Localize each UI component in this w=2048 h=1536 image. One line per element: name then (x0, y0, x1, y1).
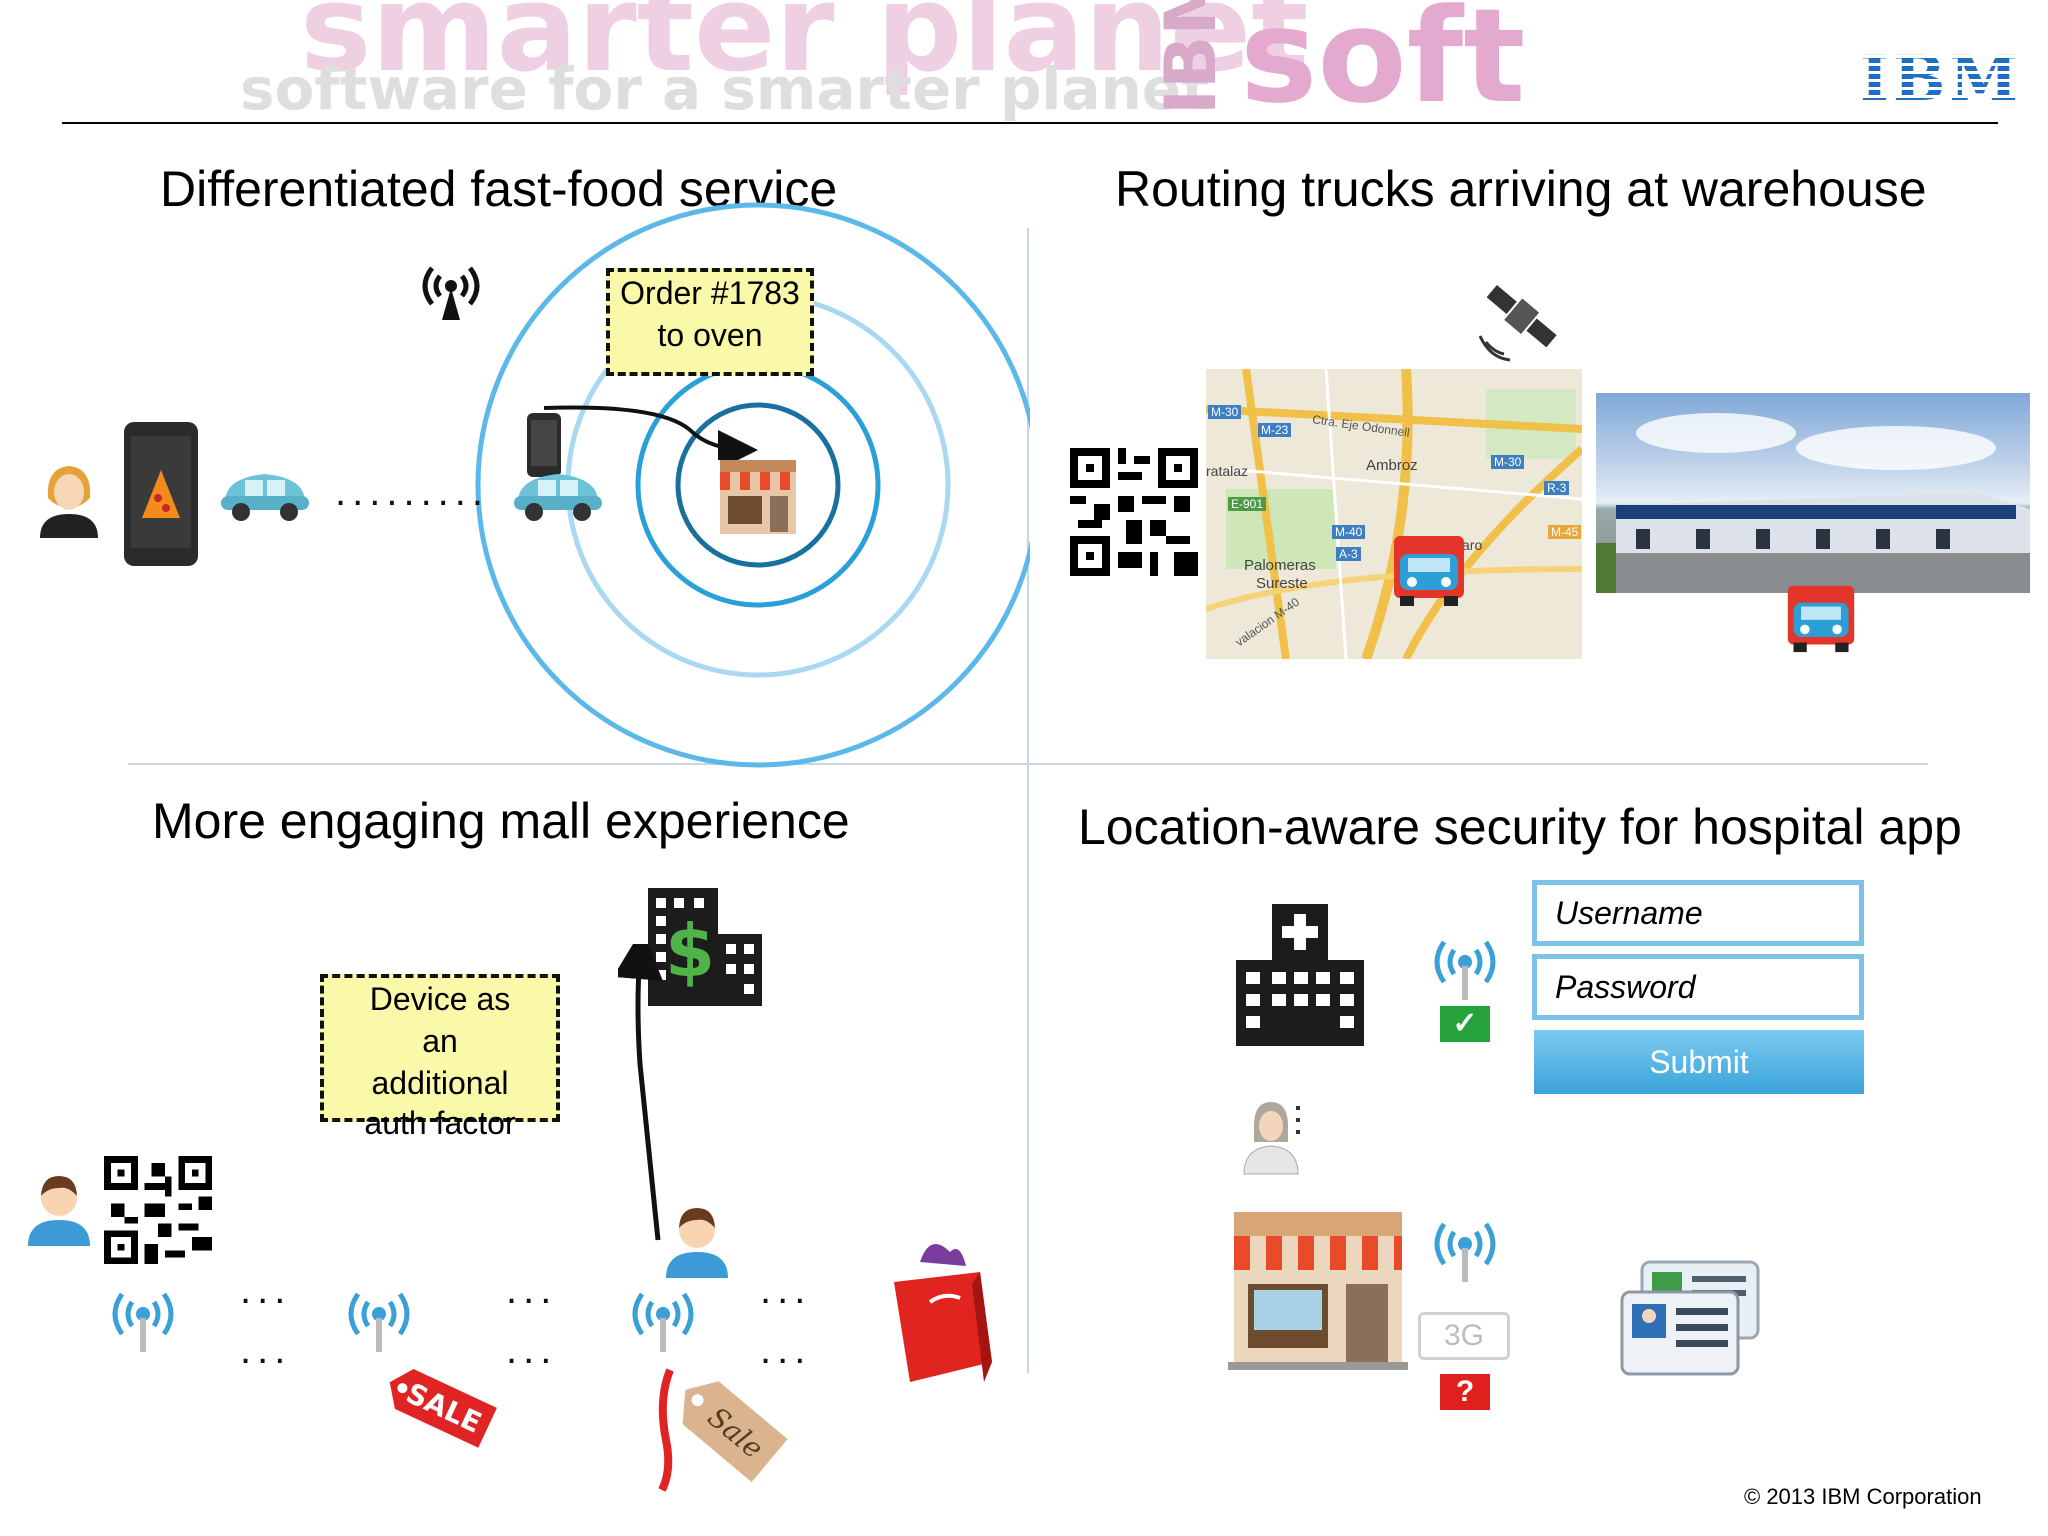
map-label: Ambroz (1366, 457, 1418, 474)
car-icon-arrived (508, 458, 608, 522)
beacon-icon-hospital (1428, 934, 1502, 1004)
map-label: M-30 (1491, 455, 1525, 469)
horizontal-divider (128, 763, 1928, 765)
order-callout-line2: to oven (657, 317, 763, 353)
qr-code-icon[interactable] (1070, 448, 1198, 576)
sale-price-tag-icon: Sale (650, 1360, 800, 1500)
order-arrow (543, 405, 758, 460)
map-label: M-45 (1548, 525, 1582, 539)
smartphone-icon (526, 412, 562, 478)
truck-icon-warehouse (1784, 580, 1858, 654)
ibm-logo[interactable]: IBM (1860, 42, 2023, 115)
hospital-icon (1232, 902, 1368, 1048)
id-cards-icon (1618, 1258, 1766, 1380)
travel-dots: ......... (335, 470, 490, 514)
map-label: A-3 (1336, 547, 1361, 561)
woman-person-icon (28, 458, 110, 540)
watermark-small: software for a smarter planet (240, 55, 1209, 123)
dots-row: ... (240, 1268, 292, 1312)
shopper-person-icon-2 (662, 1200, 732, 1280)
submit-button[interactable]: Submit (1534, 1030, 1864, 1094)
store-icon (714, 456, 802, 536)
dots-row: ... (506, 1328, 558, 1372)
auth-callout-line4: auth factor (364, 1105, 516, 1141)
network-3g-badge: 3G (1418, 1312, 1510, 1360)
dots-row: ... (240, 1328, 292, 1372)
dots-row: ... (760, 1268, 812, 1312)
svg-text:$: $ (665, 909, 715, 993)
auth-callout-line2: an (422, 1023, 458, 1059)
header-banner: smarter planet soft software for a smart… (0, 0, 2048, 125)
wifi-tower-icon (412, 258, 490, 322)
qr-code-icon-mall[interactable] (104, 1156, 212, 1264)
username-field[interactable]: Username (1532, 880, 1864, 946)
dots-row: ... (506, 1268, 558, 1312)
auth-callout-line1: Device as (369, 981, 511, 1017)
copyright-text: © 2013 IBM Corporation (1744, 1484, 1982, 1509)
order-callout-line1: Order #1783 (620, 275, 800, 311)
map-image[interactable]: M-30 M-23 Ctra. Eje Odonnell Ambroz M-30… (1206, 369, 1582, 659)
watermark-ibm-vertical: IBM (1150, 0, 1232, 115)
satellite-icon (1476, 272, 1566, 362)
car-icon (215, 458, 315, 522)
quadrant-title-trucks: Routing trucks arriving at warehouse (1115, 161, 1927, 217)
sale-tag-icon: SALE (380, 1358, 510, 1458)
truck-icon (1390, 530, 1468, 608)
quadrant-title-mall: More engaging mall experience (152, 793, 850, 849)
quadrant-title-hospital: Location-aware security for hospital app (1078, 799, 1962, 855)
map-label: M-40 (1332, 525, 1366, 539)
password-field[interactable]: Password (1532, 954, 1864, 1020)
map-label: ratalaz (1206, 463, 1249, 479)
store-icon-large (1228, 1200, 1408, 1370)
beacon-icon-store (1428, 1216, 1502, 1286)
smartphone-pizza-icon (122, 420, 200, 568)
vertical-divider (1027, 228, 1029, 1373)
shopper-person-icon (24, 1168, 94, 1248)
map-label: Sureste (1256, 575, 1308, 592)
watermark-large: smarter planet (300, 0, 1309, 99)
beacon-icon-3 (626, 1286, 700, 1356)
dots-row: ... (760, 1328, 812, 1372)
upward-arrow (618, 944, 663, 1241)
beacon-icon-1 (106, 1286, 180, 1356)
watermark-soft: soft (1240, 0, 1526, 125)
map-label: M-23 (1258, 423, 1292, 437)
warehouse-image[interactable] (1596, 393, 2030, 593)
auth-callout: Device as an additional auth factor (320, 974, 560, 1141)
map-label: R-3 (1544, 481, 1570, 495)
map-label: Palomeras (1244, 557, 1316, 574)
auth-callout-line3: additional (371, 1065, 509, 1101)
beacon-icon-2 (342, 1286, 416, 1356)
doctor-icon (1240, 1096, 1302, 1176)
header-rule (62, 122, 1998, 124)
map-label: aro (1462, 537, 1483, 553)
map-label: E-901 (1228, 497, 1267, 511)
shopping-bag-icon (880, 1232, 1000, 1392)
order-callout: Order #1783 to oven (606, 268, 814, 376)
question-mark-icon: ? (1440, 1374, 1490, 1410)
checkmark-icon: ✓ (1440, 1006, 1490, 1042)
map-label: M-30 (1208, 405, 1242, 419)
